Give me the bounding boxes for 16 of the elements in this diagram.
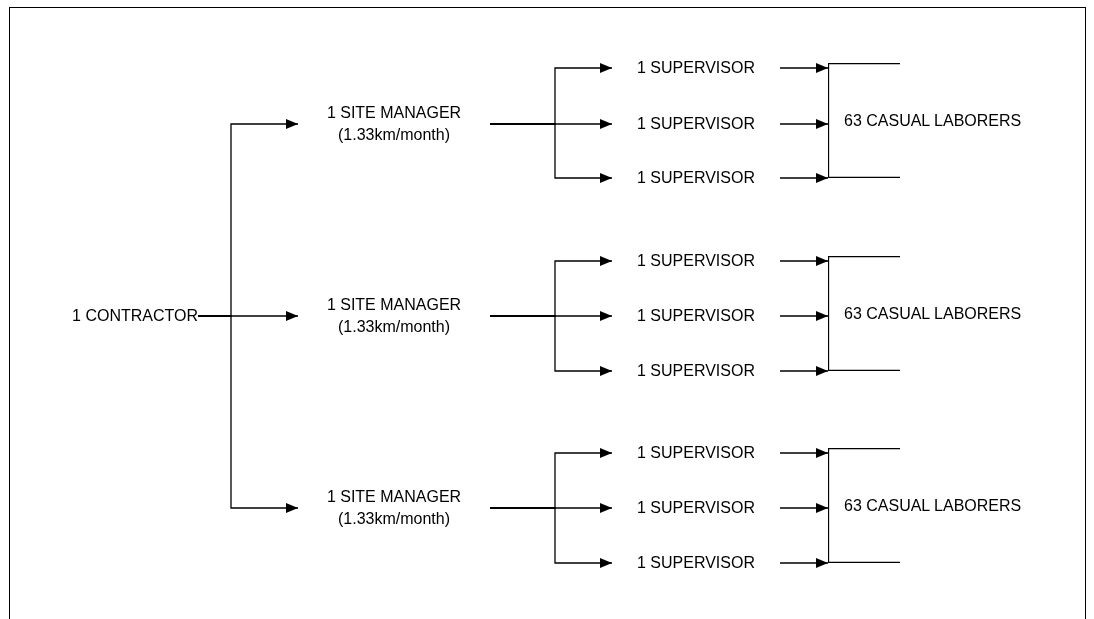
arrow bbox=[779, 173, 829, 183]
group-label: 63 CASUAL LABORERS bbox=[844, 495, 1022, 516]
arrow bbox=[779, 448, 829, 458]
group-label: 63 CASUAL LABORERS bbox=[844, 110, 1022, 131]
arrow bbox=[779, 558, 829, 568]
arrow bbox=[779, 256, 829, 266]
arrow bbox=[197, 315, 299, 513]
arrow bbox=[489, 507, 613, 568]
arrow bbox=[489, 315, 613, 376]
group-label: 63 CASUAL LABORERS bbox=[844, 303, 1022, 324]
arrow bbox=[489, 123, 613, 183]
arrow bbox=[779, 503, 829, 513]
arrow bbox=[779, 119, 829, 129]
arrow bbox=[779, 311, 829, 321]
arrow bbox=[779, 366, 829, 376]
arrow bbox=[779, 63, 829, 73]
